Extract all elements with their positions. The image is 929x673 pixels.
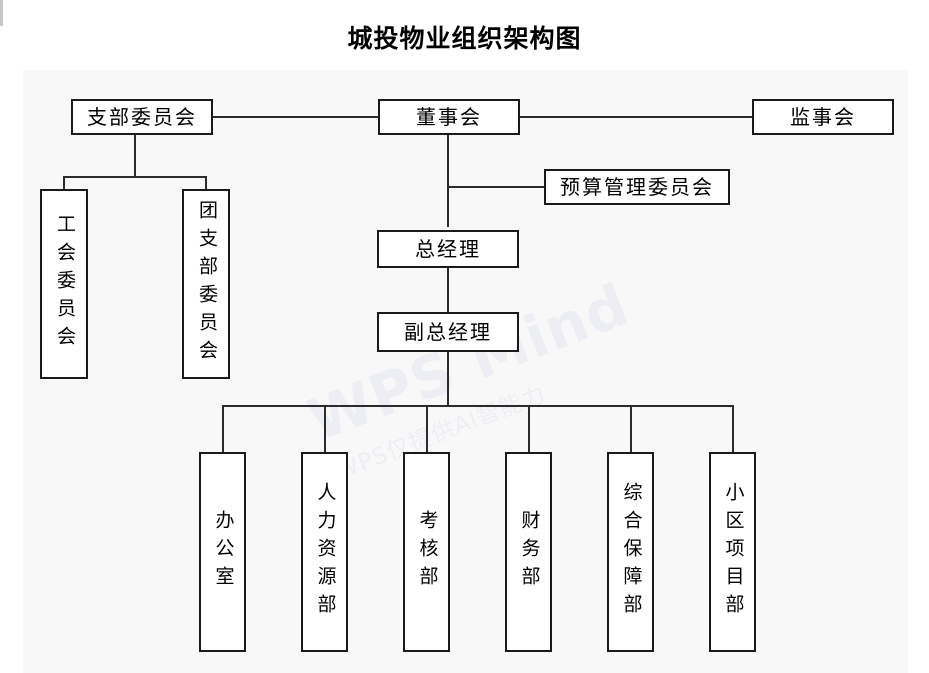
node-labor-union-committee[interactable]: 工会委员会 — [40, 189, 88, 379]
node-youth-league-branch-committee[interactable]: 团支部委员会 — [182, 189, 230, 379]
connector-to-office — [222, 405, 224, 453]
connector-to-labor-union — [63, 176, 65, 190]
connector-deputy-stem — [447, 352, 449, 406]
connector-to-assessment — [426, 405, 428, 453]
node-label-budget-management-committee: 预算管理委员会 — [560, 175, 714, 199]
node-label-comprehensive-support-dept: 综合保障部 — [620, 482, 643, 622]
node-label-assessment-dept: 考核部 — [416, 510, 439, 594]
connector-to-comprehensive-support — [630, 405, 632, 453]
node-label-youth-league-branch-committee: 团支部委员会 — [195, 200, 218, 368]
connector-to-community-project — [732, 405, 734, 453]
page-edge-mark — [0, 0, 3, 26]
connector-party-stem — [134, 135, 136, 177]
node-board-of-directors[interactable]: 董事会 — [378, 99, 520, 135]
node-comprehensive-support-dept[interactable]: 综合保障部 — [607, 452, 654, 652]
node-party-branch-committee[interactable]: 支部委员会 — [71, 99, 213, 135]
connector-board-to-supervisors — [519, 116, 753, 118]
connector-party-branch-bar — [63, 176, 207, 178]
watermark-primary-text: WPS Mind — [299, 270, 638, 455]
node-office[interactable]: 办公室 — [199, 452, 246, 652]
node-budget-management-committee[interactable]: 预算管理委员会 — [544, 169, 730, 205]
node-human-resources-dept[interactable]: 人力资源部 — [301, 452, 348, 652]
org-chart-canvas: WPS Mind WPS仅提供AI智能力 支部委员会 董事会 监事会 预算管理委… — [23, 70, 908, 673]
node-board-of-supervisors[interactable]: 监事会 — [752, 99, 894, 135]
node-general-manager[interactable]: 总经理 — [377, 230, 519, 268]
connector-department-bar — [222, 405, 733, 407]
connector-gm-to-deputy — [447, 268, 449, 312]
node-assessment-dept[interactable]: 考核部 — [403, 452, 450, 652]
node-label-general-manager: 总经理 — [415, 237, 481, 261]
node-label-board-of-directors: 董事会 — [416, 105, 482, 129]
connector-party-to-board — [212, 116, 378, 118]
node-label-finance-dept: 财务部 — [518, 510, 541, 594]
node-label-community-project-dept: 小区项目部 — [722, 482, 745, 622]
node-label-labor-union-committee: 工会委员会 — [53, 214, 76, 354]
node-deputy-general-manager[interactable]: 副总经理 — [377, 312, 519, 352]
node-community-project-dept[interactable]: 小区项目部 — [709, 452, 756, 652]
connector-to-finance — [528, 405, 530, 453]
node-label-deputy-general-manager: 副总经理 — [404, 320, 492, 344]
page-title: 城投物业组织架构图 — [347, 24, 582, 53]
node-label-office: 办公室 — [212, 510, 235, 594]
node-label-board-of-supervisors: 监事会 — [790, 105, 856, 129]
node-label-party-branch-committee: 支部委员会 — [87, 105, 197, 129]
connector-to-youth-league — [205, 176, 207, 190]
node-label-human-resources-dept: 人力资源部 — [314, 482, 337, 622]
node-finance-dept[interactable]: 财务部 — [505, 452, 552, 652]
connector-to-human-resources — [324, 405, 326, 453]
connector-board-stem — [447, 135, 449, 227]
connector-board-to-budget — [447, 186, 568, 188]
